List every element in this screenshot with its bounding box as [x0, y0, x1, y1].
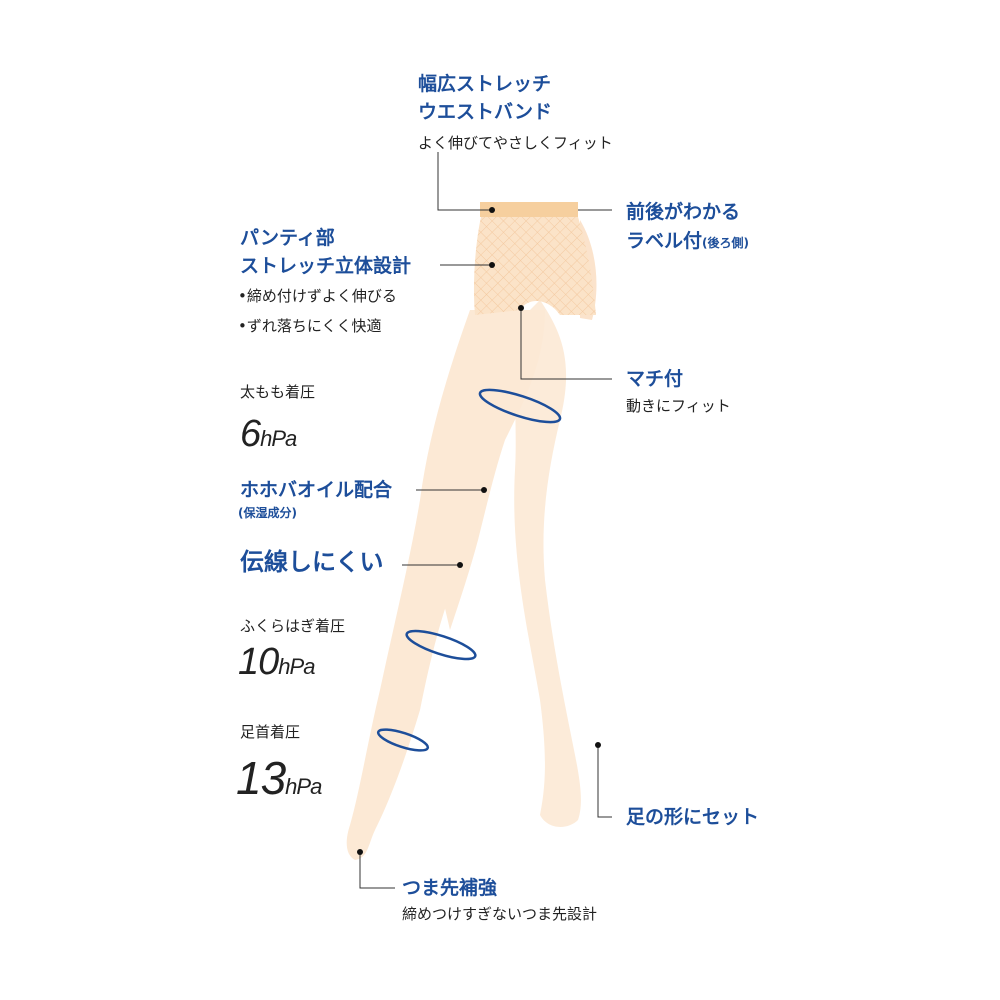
panty-mesh	[473, 217, 596, 315]
thigh-label: 太もも着圧	[240, 383, 316, 401]
calf-number: 10	[238, 641, 279, 683]
runs-title: 伝線しにくい	[240, 548, 384, 576]
calf-ring	[405, 629, 477, 661]
toe-desc: 締めつけすぎないつま先設計	[402, 905, 598, 923]
label-title-1: 前後がわかる	[626, 201, 741, 223]
ankle-ring	[376, 728, 430, 752]
waistband	[480, 202, 578, 217]
gusset-title: マチ付	[626, 368, 684, 390]
ankle-unit: hPa	[285, 774, 322, 799]
foot-title: 足の形にセット	[626, 806, 760, 828]
thigh-number: 6	[240, 413, 261, 455]
panty-bullet-1: •締め付けずよく伸びる	[238, 287, 397, 305]
jojoba-note: (保湿成分)	[238, 506, 297, 520]
right-leg	[514, 300, 581, 827]
waistband-title-1: 幅広ストレッチ	[418, 73, 552, 95]
calf-unit: hPa	[278, 654, 315, 679]
calf-value: 10hPa	[238, 641, 315, 683]
panty-title-1: パンティ部	[240, 227, 335, 249]
jojoba-title: ホホバオイル配合	[240, 479, 393, 501]
waistband-title-2: ウエストバンド	[418, 101, 552, 123]
thigh-unit: hPa	[260, 426, 297, 451]
label-title-2-text: ラベル付	[626, 230, 703, 252]
label-note: (後ろ側)	[702, 236, 749, 250]
label-title-2: ラベル付(後ろ側)	[626, 232, 749, 251]
thigh-value: 6hPa	[240, 413, 297, 455]
calf-label: ふくらはぎ着圧	[240, 617, 346, 635]
waistband-desc: よく伸びてやさしくフィット	[418, 134, 613, 152]
panty-title-2: ストレッチ立体設計	[240, 255, 412, 277]
toe-title: つま先補強	[402, 877, 498, 899]
gusset-desc: 動きにフィット	[626, 397, 731, 415]
ankle-value: 13hPa	[236, 752, 322, 804]
left-leg	[346, 310, 545, 860]
panty-bullet-2: •ずれ落ちにくく快適	[238, 317, 382, 335]
thigh-ring	[478, 388, 562, 424]
ankle-number: 13	[236, 752, 286, 804]
ankle-label: 足首着圧	[240, 723, 301, 741]
